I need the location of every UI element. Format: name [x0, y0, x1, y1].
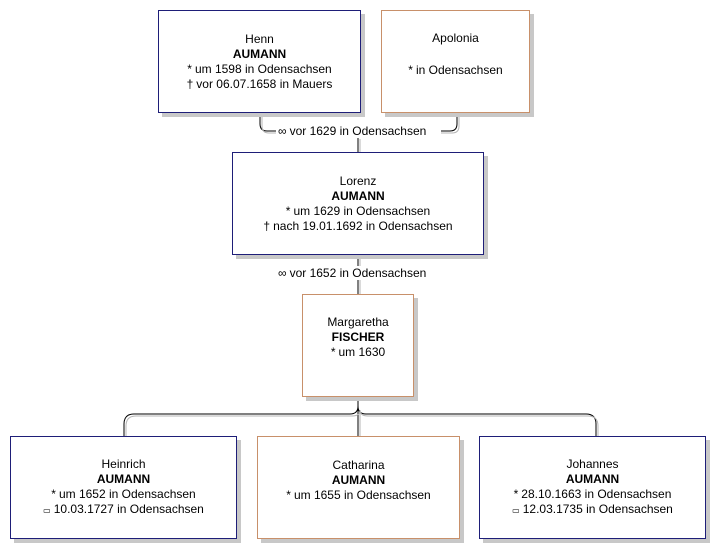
birth-line: *um 1598 in Odensachsen: [187, 61, 332, 76]
birth-line: *um 1652 in Odensachsen: [51, 487, 196, 501]
marriage-symbol: ∞: [278, 124, 287, 138]
death-icon: †: [263, 218, 271, 233]
surname: AUMANN: [232, 46, 287, 61]
birth-icon: *: [286, 487, 291, 502]
surname: AUMANN: [96, 472, 151, 486]
given-name: Lorenz: [339, 173, 377, 188]
birth-line: *um 1630: [330, 345, 386, 359]
death-icon: †: [186, 76, 194, 91]
given-name: Catharina: [332, 457, 385, 472]
birth-icon: *: [285, 203, 291, 218]
birth-line: *28.10.1663 in Odensachsen: [513, 487, 672, 501]
person-card-catharina[interactable]: Catharina AUMANN *um 1655 in Odensachsen: [257, 436, 460, 539]
burial-line: ▭12.03.1735 in Odensachsen: [512, 502, 673, 516]
burial-icon: ▭: [43, 506, 51, 515]
burial-icon: ▭: [512, 506, 520, 515]
birth-line: *in Odensachsen: [408, 63, 503, 77]
birth-icon: *: [51, 487, 56, 501]
person-card-margaretha[interactable]: Margaretha FISCHER *um 1630: [302, 294, 414, 397]
birth-icon: *: [330, 345, 336, 359]
given-name: Margaretha: [327, 315, 389, 329]
person-card-lorenz[interactable]: Lorenz AUMANN *um 1629 in Odensachsen †n…: [232, 152, 484, 255]
death-line: †vor 06.07.1658 in Mauers: [186, 76, 333, 91]
birth-icon: *: [408, 63, 413, 77]
death-line: †nach 19.01.1692 in Odensachsen: [263, 218, 453, 233]
burial-line: ▭10.03.1727 in Odensachsen: [43, 502, 204, 516]
given-name: Apolonia: [432, 31, 479, 45]
birth-line: *um 1629 in Odensachsen: [285, 203, 431, 218]
person-card-johannes[interactable]: Johannes AUMANN *28.10.1663 in Odensachs…: [479, 436, 706, 539]
person-card-henn[interactable]: Henn AUMANN *um 1598 in Odensachsen †vor…: [158, 10, 361, 113]
birth-icon: *: [187, 61, 192, 76]
surname: FISCHER: [331, 330, 385, 344]
surname: AUMANN: [331, 472, 386, 487]
marriage-symbol: ∞: [278, 266, 287, 280]
marriage-label-henn-apolonia: ∞vor 1629 in Odensachsen: [276, 124, 429, 138]
given-name: Henn: [245, 31, 274, 46]
given-name: Heinrich: [101, 457, 146, 471]
given-name: Johannes: [566, 457, 619, 471]
marriage-label-lorenz-margaretha: ∞vor 1652 in Odensachsen: [276, 266, 429, 280]
person-card-heinrich[interactable]: Heinrich AUMANN *um 1652 in Odensachsen …: [10, 436, 237, 539]
surname: AUMANN: [331, 188, 385, 203]
birth-line: *um 1655 in Odensachsen: [286, 487, 431, 502]
birth-icon: *: [513, 487, 519, 501]
person-card-apolonia[interactable]: Apolonia *in Odensachsen: [381, 10, 530, 113]
surname: AUMANN: [565, 472, 620, 486]
